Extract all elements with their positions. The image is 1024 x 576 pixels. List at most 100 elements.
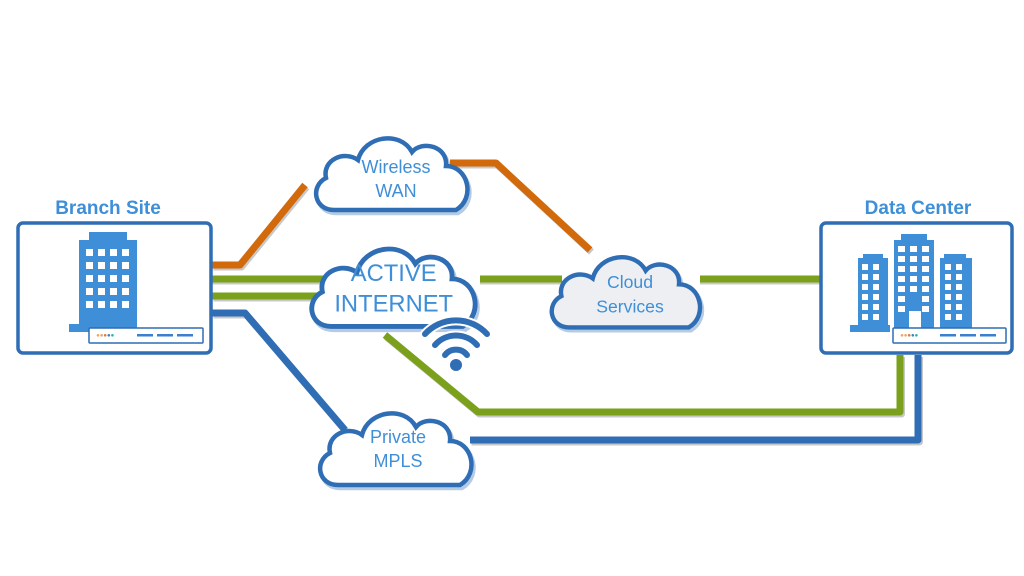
window: [898, 256, 905, 262]
cloud-active-internet[interactable]: ACTIVE INTERNET: [312, 249, 478, 330]
window: [910, 256, 917, 262]
window: [862, 294, 868, 300]
window: [910, 246, 917, 252]
link-internet-to-datacenter: [382, 332, 904, 416]
window: [922, 276, 929, 282]
window: [922, 286, 929, 292]
window: [110, 262, 117, 269]
window: [898, 276, 905, 282]
window: [86, 262, 93, 269]
status-led: [107, 334, 111, 337]
window: [86, 301, 93, 308]
window: [98, 249, 105, 256]
window: [956, 274, 962, 280]
links: [212, 159, 923, 446]
link-wireless-to-cloud-services: [450, 159, 593, 253]
window: [98, 301, 105, 308]
cloud-label-line1: Wireless: [361, 157, 430, 177]
cloud-wireless-wan[interactable]: Wireless WAN: [316, 138, 469, 213]
window: [86, 249, 93, 256]
edge-router-icon: [892, 327, 1007, 344]
window: [945, 294, 951, 300]
window: [110, 301, 117, 308]
window: [898, 286, 905, 292]
window: [910, 286, 917, 292]
status-led: [111, 334, 114, 337]
window: [873, 274, 879, 280]
window: [862, 304, 868, 310]
link-wireless-wan: [212, 159, 594, 271]
status-led: [100, 334, 103, 337]
window: [956, 314, 962, 320]
window: [945, 304, 951, 310]
window: [873, 264, 879, 270]
window: [122, 262, 129, 269]
status-led: [103, 334, 107, 337]
window: [862, 284, 868, 290]
window: [98, 288, 105, 295]
window: [862, 264, 868, 270]
window: [122, 249, 129, 256]
cloud-label-line1: ACTIVE: [351, 260, 437, 287]
window: [922, 296, 929, 302]
window: [110, 288, 117, 295]
office-tower-icon: [69, 232, 137, 332]
data-center-label: Data Center: [865, 198, 972, 219]
link-mpls-to-datacenter: [470, 355, 922, 444]
window: [873, 304, 879, 310]
window: [945, 274, 951, 280]
wifi-icon: [420, 315, 492, 371]
window: [898, 266, 905, 272]
window: [122, 275, 129, 282]
window: [86, 275, 93, 282]
link-branch-to-wireless: [212, 182, 308, 269]
status-led: [904, 334, 907, 337]
cloud-label-line2: MPLS: [373, 451, 422, 471]
window: [873, 284, 879, 290]
window: [898, 306, 905, 312]
cloud-private-mpls[interactable]: Private MPLS: [320, 413, 473, 488]
window: [922, 306, 929, 312]
window: [862, 314, 868, 320]
window: [898, 246, 905, 252]
edge-router-icon: [88, 327, 204, 344]
window: [922, 266, 929, 272]
window: [98, 262, 105, 269]
window: [110, 275, 117, 282]
status-led: [900, 334, 904, 337]
window: [910, 266, 917, 272]
status-led: [915, 334, 918, 337]
window: [956, 304, 962, 310]
link-mpls: [212, 309, 923, 446]
window: [86, 288, 93, 295]
cloud-services[interactable]: Cloud Services: [552, 257, 702, 330]
branch-site[interactable]: Branch Site: [16, 198, 213, 355]
window: [873, 314, 879, 320]
status-led: [911, 334, 915, 337]
window: [122, 288, 129, 295]
window: [945, 284, 951, 290]
window: [110, 249, 117, 256]
office-campus-icon: [850, 234, 972, 332]
link-internet-upper: [212, 275, 822, 285]
status-led: [907, 334, 911, 337]
cloud-label-line1: Private: [370, 427, 426, 447]
window: [98, 275, 105, 282]
cloud-label-line2: INTERNET: [334, 290, 453, 317]
window: [945, 314, 951, 320]
window: [922, 256, 929, 262]
window: [910, 276, 917, 282]
cloud-label-line2: WAN: [375, 181, 416, 201]
window: [122, 301, 129, 308]
status-led: [96, 334, 100, 337]
branch-site-label: Branch Site: [55, 198, 161, 219]
window: [956, 264, 962, 270]
window: [898, 296, 905, 302]
window: [862, 274, 868, 280]
link-internet-lower: [212, 292, 905, 418]
window: [922, 246, 929, 252]
window: [945, 264, 951, 270]
window: [956, 294, 962, 300]
data-center[interactable]: Data Center: [819, 198, 1014, 355]
